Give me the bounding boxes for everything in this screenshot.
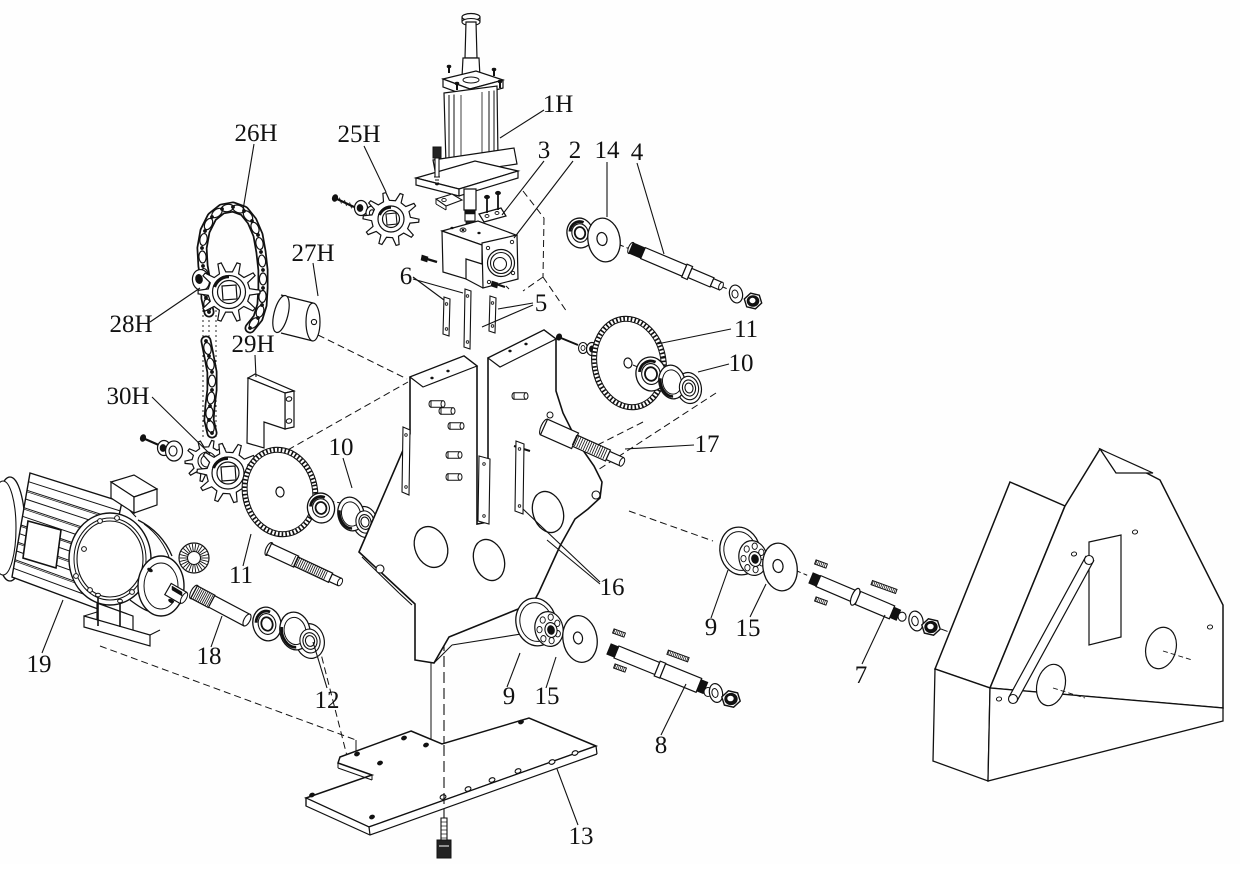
svg-text:6: 6 <box>400 263 413 290</box>
svg-text:30H: 30H <box>106 383 149 410</box>
svg-text:26H: 26H <box>234 120 277 147</box>
svg-text:17: 17 <box>695 431 720 458</box>
svg-text:4: 4 <box>631 139 644 166</box>
svg-text:9: 9 <box>705 614 718 641</box>
svg-text:18: 18 <box>197 643 222 670</box>
svg-text:29H: 29H <box>231 331 274 358</box>
svg-text:28H: 28H <box>109 311 152 338</box>
svg-text:9: 9 <box>503 683 516 710</box>
svg-text:5: 5 <box>535 290 548 317</box>
svg-text:15: 15 <box>736 615 761 642</box>
svg-text:11: 11 <box>229 562 253 589</box>
svg-text:3: 3 <box>538 137 551 164</box>
svg-text:27H: 27H <box>291 240 334 267</box>
svg-text:14: 14 <box>595 137 621 164</box>
svg-text:10: 10 <box>729 350 754 377</box>
svg-text:12: 12 <box>315 687 340 714</box>
svg-text:2: 2 <box>569 137 582 164</box>
svg-text:10: 10 <box>329 434 354 461</box>
svg-text:1H: 1H <box>543 91 574 118</box>
svg-text:11: 11 <box>734 316 758 343</box>
svg-text:25H: 25H <box>337 121 380 148</box>
svg-text:19: 19 <box>27 651 52 678</box>
svg-text:13: 13 <box>569 823 594 850</box>
svg-text:7: 7 <box>855 662 868 689</box>
svg-text:15: 15 <box>535 683 560 710</box>
svg-text:16: 16 <box>600 574 625 601</box>
svg-text:8: 8 <box>655 732 668 759</box>
